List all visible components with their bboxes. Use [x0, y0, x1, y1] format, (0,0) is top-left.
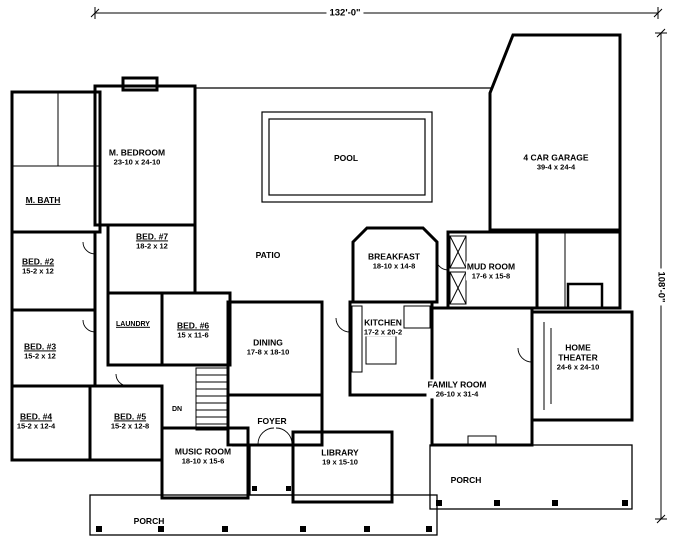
room-name: HOME THEATER — [558, 342, 598, 363]
room-name: BED. #5 — [113, 411, 147, 422]
room-label-bed2: BED. #2 15-2 x 12 — [20, 256, 56, 276]
wall-breakfast — [351, 226, 439, 304]
stairs — [195, 367, 229, 431]
stairs-down-label: DN — [170, 405, 184, 415]
room-name: BREAKFAST — [368, 251, 420, 262]
room-name: M. BEDROOM — [108, 147, 166, 158]
room-name: FAMILY ROOM — [427, 379, 487, 390]
porch-posts — [96, 486, 628, 532]
room-size: 15-2 x 12-8 — [110, 421, 150, 431]
room-name: KITCHEN — [364, 317, 402, 328]
room-name: MUD ROOM — [466, 261, 516, 272]
room-name: PORCH — [133, 515, 165, 526]
room-name: PATIO — [255, 249, 281, 260]
room-label-home-theater: HOME THEATER 24-6 x 24-10 — [552, 342, 604, 372]
room-label-dining: DINING 17-8 x 18-10 — [245, 337, 291, 357]
room-label-pool: POOL — [332, 152, 360, 164]
fireplace — [467, 435, 497, 446]
porch-outline — [89, 444, 633, 536]
room-size: 15-2 x 12 — [24, 351, 56, 361]
room-name: BED. #4 — [19, 411, 53, 422]
wall-home-theater — [530, 310, 634, 422]
walls — [10, 33, 634, 504]
room-label-porch-right: PORCH — [449, 474, 483, 486]
room-size: 24-6 x 24-10 — [556, 362, 600, 372]
chimney — [121, 76, 159, 92]
room-name: BED. #6 — [176, 320, 210, 331]
wall-music-room — [160, 426, 250, 500]
mudroom-closet — [449, 271, 467, 305]
room-label-music-room: MUSIC ROOM 18-10 x 15-6 — [173, 446, 233, 466]
room-label-bed3: BED. #3 15-2 x 12 — [22, 341, 58, 361]
wall-family-room — [430, 306, 534, 447]
room-size: 18-2 x 12 — [136, 241, 168, 251]
room-size: 18-10 x 15-6 — [181, 456, 225, 466]
room-label-breakfast: BREAKFAST 18-10 x 14-8 — [367, 251, 421, 271]
room-name: BED. #3 — [23, 341, 57, 352]
wall-left-block — [10, 90, 102, 234]
wall-bed6 — [160, 291, 232, 367]
room-size: 17-2 x 20-2 — [363, 327, 403, 337]
room-label-m-bath: M. BATH — [24, 194, 62, 206]
room-label-garage: 4 CAR GARAGE 39-4 x 24-4 — [522, 152, 590, 172]
room-size: 26-10 x 31-4 — [435, 389, 479, 399]
kitchen-counter — [351, 305, 363, 373]
room-size: 15-2 x 12-4 — [16, 421, 56, 431]
room-name: LIBRARY — [321, 447, 359, 458]
room-name: PORCH — [450, 474, 482, 485]
door-arcs — [82, 241, 533, 445]
room-label-patio: PATIO — [254, 249, 282, 261]
room-label-library: LIBRARY 19 x 15-10 — [320, 447, 360, 467]
room-name: M. BATH — [25, 194, 61, 205]
room-label-porch-bottom: PORCH — [132, 515, 166, 527]
room-size: 17-6 x 15-8 — [471, 271, 511, 281]
interior-details — [12, 92, 604, 446]
room-label-bed7: BED. #7 18-2 x 12 — [134, 231, 170, 251]
mudroom-closet — [449, 235, 467, 269]
theater-vestibule — [566, 282, 604, 310]
room-name: MUSIC ROOM — [174, 446, 232, 457]
wall-garage — [488, 33, 622, 232]
room-size: 19 x 15-10 — [322, 457, 358, 467]
stairs-dn-text: DN — [171, 405, 183, 413]
room-label-foyer: FOYER — [256, 415, 288, 427]
room-size: 18-10 x 14-8 — [372, 261, 416, 271]
room-label-bed4: BED. #4 15-2 x 12-4 — [15, 411, 57, 431]
dimension-height-label: 108'-0" — [655, 268, 667, 306]
wall-library — [291, 430, 394, 504]
pool-outline — [261, 111, 433, 203]
room-size: 23-10 x 24-10 — [113, 157, 161, 167]
room-size: 17-8 x 18-10 — [246, 347, 290, 357]
room-name: 4 CAR GARAGE — [523, 152, 589, 163]
room-label-laundry: LAUNDRY — [115, 320, 151, 330]
room-size: 15 x 11-6 — [177, 330, 209, 340]
wall-hall-east — [535, 230, 622, 310]
room-label-kitchen: KITCHEN 17-2 x 20-2 — [362, 317, 404, 337]
room-name: DINING — [253, 337, 283, 348]
room-name: POOL — [333, 152, 359, 163]
room-label-m-bedroom: M. BEDROOM 23-10 x 24-10 — [107, 147, 167, 167]
kitchen-island — [365, 335, 397, 365]
room-label-mud-room: MUD ROOM 17-6 x 15-8 — [465, 261, 517, 281]
room-size: 39-4 x 24-4 — [536, 162, 576, 172]
room-label-bed5: BED. #5 15-2 x 12-8 — [109, 411, 151, 431]
kitchen-pantry — [403, 305, 431, 329]
room-name: BED. #7 — [135, 231, 169, 242]
room-name: BED. #2 — [21, 256, 55, 267]
dimension-width-label: 132'-0" — [326, 7, 364, 19]
room-label-family-room: FAMILY ROOM 26-10 x 31-4 — [426, 379, 488, 399]
room-label-bed6: BED. #6 15 x 11-6 — [175, 320, 211, 340]
room-name: FOYER — [257, 415, 287, 426]
room-size: 15-2 x 12 — [22, 266, 54, 276]
room-name: LAUNDRY — [116, 320, 150, 328]
